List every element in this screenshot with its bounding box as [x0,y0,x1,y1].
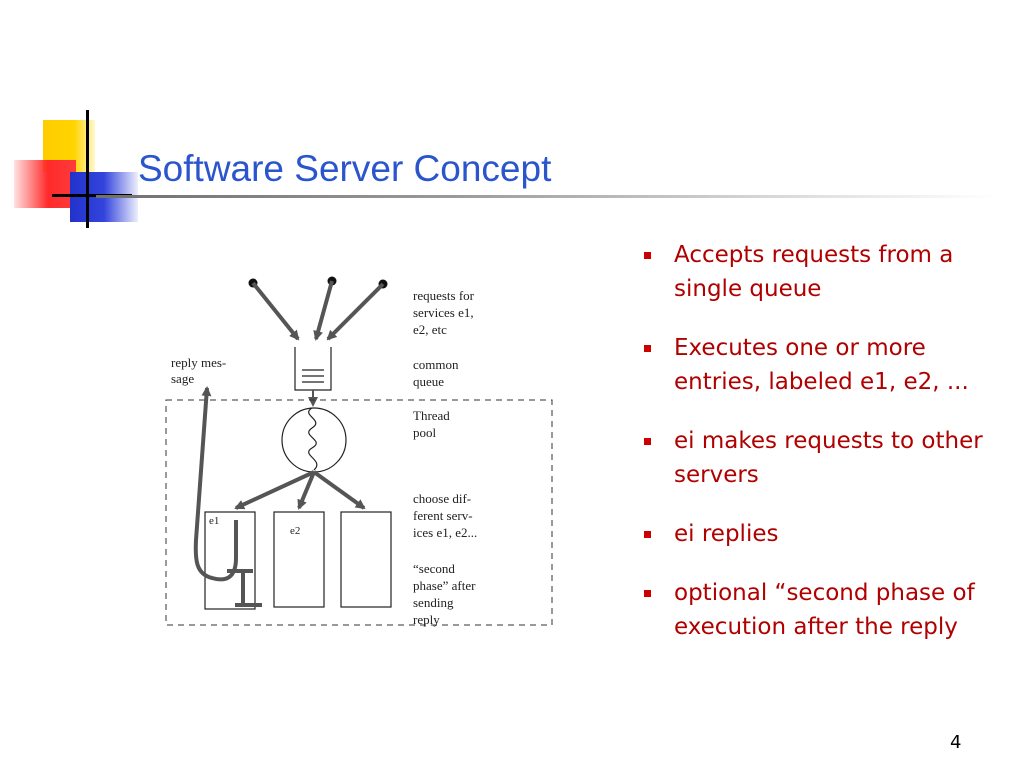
bullet-text: ei replies [674,521,779,547]
choose-label-3: ices e1, e2... [413,525,477,540]
pool-label-1: Thread [413,408,450,423]
service-box-e2 [273,511,325,608]
choose-label-2: ferent serv- [413,508,473,523]
server-diagram: e1 e2 reply mes- sage requests for servi… [165,276,553,627]
request-arrows [248,276,388,341]
reply-path [193,386,262,607]
bullet-text: ei makes requests to other servers [674,428,983,488]
service-box-e1 [204,511,256,610]
request-arrow [251,281,300,341]
dispatch-arrows [234,470,366,510]
dispatch-arrow [297,471,316,510]
queue-label-1: common [413,357,459,372]
logo-decoration [0,100,150,240]
requests-label-1: requests for [413,288,475,303]
dispatch-arrow [234,470,315,510]
title-underline [96,195,996,198]
phase-label-4: reply [413,612,440,627]
bullet-square-icon [644,438,651,445]
request-arrow [326,282,385,341]
queue-label-2: queue [413,374,444,389]
bullet-square-icon [644,590,651,597]
server-boundary [165,399,553,626]
page-number: 4 [950,732,962,753]
bullet-text: optional “second phase of execution afte… [674,580,975,640]
bullet-item: ei makes requests to other servers [640,424,1010,492]
bullet-text: Accepts requests from a single queue [674,242,954,302]
requests-label-2: services e1, [413,305,474,320]
requests-label-3: e2, etc [413,322,447,337]
bullet-square-icon [644,531,651,538]
bullet-square-icon [644,252,651,259]
thread-pool [281,407,347,473]
reply-arrow [193,386,238,582]
phase-label-3: sending [413,595,454,610]
common-queue [294,347,332,391]
request-arrow [313,280,334,341]
phase-label-1: “second [413,561,455,576]
bullet-square-icon [644,345,651,352]
choose-label-1: choose dif- [413,491,471,506]
bullet-list: Accepts requests from a single queue Exe… [640,238,1010,669]
logo-red-square [14,160,76,208]
service-box-e3 [340,511,392,608]
logo-vertical-line [86,110,89,228]
dispatch-arrow [312,470,366,510]
bullet-text: Executes one or more entries, labeled e1… [674,335,969,395]
bullet-item: Executes one or more entries, labeled e1… [640,331,1010,399]
reply-label-2: sage [171,371,194,386]
box-label-e1: e1 [209,515,219,527]
phase-label-2: phase” after [413,578,476,593]
bullet-item: ei replies [640,517,1010,551]
pool-label-2: pool [413,425,437,440]
thread-icon [308,407,318,471]
box-label-e2: e2 [290,525,300,537]
bullet-item: Accepts requests from a single queue [640,238,1010,306]
bullet-item: optional “second phase of execution afte… [640,576,1010,644]
reply-label-1: reply mes- [171,355,226,370]
slide-title: Software Server Concept [138,148,552,189]
logo-horizontal-line [52,194,132,197]
